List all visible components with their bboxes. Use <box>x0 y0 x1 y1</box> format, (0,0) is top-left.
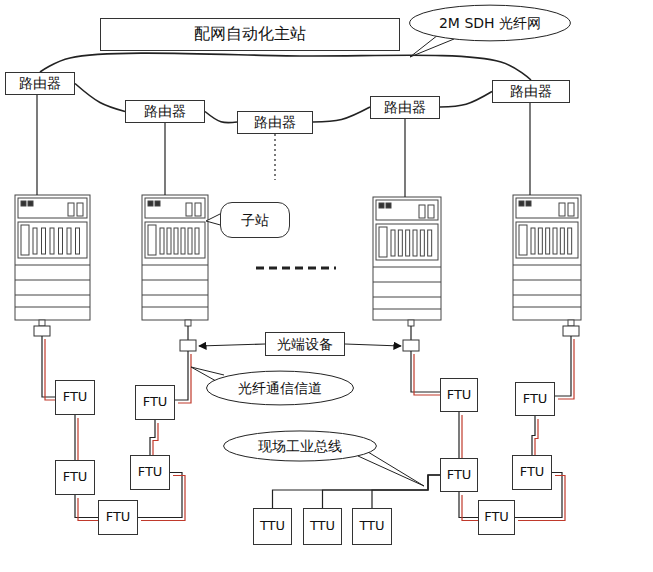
ring-connector <box>75 84 125 112</box>
ring-connector <box>440 92 492 108</box>
node-label: 配网自动化主站 <box>194 25 306 43</box>
router-box: 路由器 <box>125 100 205 123</box>
node-label: FTU <box>447 388 472 403</box>
ring-connector <box>205 112 237 123</box>
ttu-box: TTU <box>253 508 292 545</box>
fiber-connector <box>75 415 78 463</box>
pointer-arrow <box>199 344 265 346</box>
ftu-box: FTU <box>55 460 95 495</box>
node-label: FTU <box>520 465 545 480</box>
fiber-cable <box>175 351 191 403</box>
fiber-connector <box>150 420 158 458</box>
node-label: FTU <box>523 392 548 407</box>
callout-tail <box>358 452 424 486</box>
optical-port-box <box>34 326 50 336</box>
router-box: 路由器 <box>370 96 440 119</box>
node-label: FTU <box>138 465 163 480</box>
ftu-box: FTU <box>55 380 95 415</box>
fiber-cable <box>555 336 574 399</box>
optical-port-box <box>563 326 579 336</box>
ring-connector <box>40 53 531 80</box>
callout-bubble: 现场工业总线 <box>222 430 378 462</box>
node-label: FTU <box>484 510 509 525</box>
router-box: 路由器 <box>237 111 313 134</box>
router-box: 路由器 <box>492 80 570 103</box>
callout-bubble: 子站 <box>220 202 290 238</box>
optical-port-box <box>180 340 196 351</box>
router-link <box>404 118 405 197</box>
node-label: TTU <box>260 519 285 534</box>
fiber-connector <box>532 416 538 458</box>
cable-stub <box>410 326 411 340</box>
substation-cabinet <box>513 195 581 326</box>
ring-connector <box>313 107 370 122</box>
node-label: 光端设备 <box>277 336 333 352</box>
ftu-box: FTU <box>478 500 515 535</box>
continuation-dots <box>274 134 275 180</box>
ftu-box: FTU <box>515 382 555 416</box>
substation-cabinet <box>142 195 208 326</box>
callout-bubble: 光纤通信信道 <box>205 370 355 406</box>
node-label: 路由器 <box>144 103 186 119</box>
ftu-box: FTU <box>130 455 170 490</box>
bus-connector <box>273 475 441 508</box>
substation-cabinet <box>15 195 90 326</box>
router-link <box>529 103 530 195</box>
node-label: 光纤通信信道 <box>238 380 322 396</box>
cable-stub <box>187 326 188 340</box>
node-label: 子站 <box>241 212 269 228</box>
node-label: 路由器 <box>384 99 426 115</box>
ellipsis-dashes <box>256 267 336 270</box>
optical-terminal-box: 光端设备 <box>265 332 345 356</box>
node-label: 2M SDH 光纤网 <box>439 15 541 31</box>
node-label: FTU <box>63 470 88 485</box>
router-link <box>36 95 37 195</box>
ftu-box: FTU <box>98 500 138 535</box>
substation-cabinet <box>373 197 441 326</box>
ftu-box: FTU <box>440 378 478 412</box>
node-label: FTU <box>447 468 472 483</box>
callout-bubble: 2M SDH 光纤网 <box>408 4 572 42</box>
node-label: 路由器 <box>254 114 296 130</box>
master-station-box: 配网自动化主站 <box>100 18 400 51</box>
node-label: FTU <box>143 395 168 410</box>
pointer-arrow <box>345 344 401 346</box>
ttu-box: TTU <box>352 508 392 545</box>
node-label: 现场工业总线 <box>258 438 342 454</box>
bus-connector <box>372 475 440 508</box>
ttu-box: TTU <box>303 508 342 545</box>
node-label: TTU <box>359 519 384 534</box>
ftu-box: FTU <box>512 455 552 490</box>
bus-connector <box>323 475 441 508</box>
router-link <box>164 123 165 195</box>
ftu-box: FTU <box>135 385 175 420</box>
optical-port-box <box>403 340 419 351</box>
ftu-box: FTU <box>440 458 478 492</box>
node-label: TTU <box>310 519 335 534</box>
node-label: 路由器 <box>19 75 61 91</box>
fiber-connector <box>459 412 462 461</box>
node-label: FTU <box>63 390 88 405</box>
fiber-cable <box>411 351 443 395</box>
router-box: 路由器 <box>5 72 75 95</box>
node-label: FTU <box>106 510 131 525</box>
node-label: 路由器 <box>510 83 552 99</box>
